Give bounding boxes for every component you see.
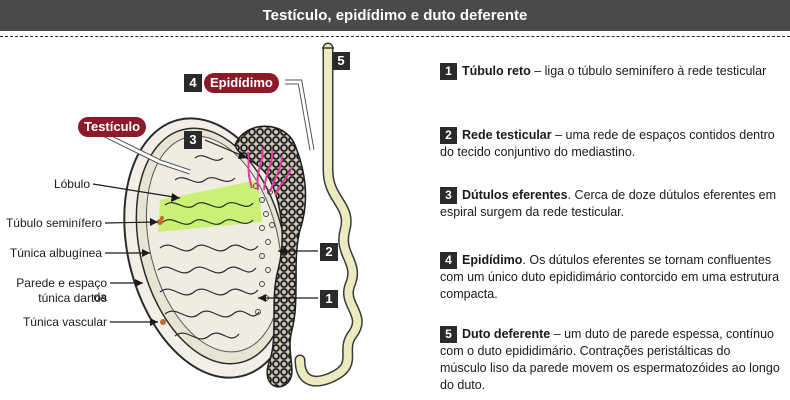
dashed-divider [0, 36, 790, 37]
page-title: Testículo, epidídimo e duto deferente [0, 0, 790, 31]
label-parede-line1: Parede e espaço da [16, 276, 107, 304]
definition-term: Dútulos eferentes [462, 188, 568, 202]
efferent-ductules [247, 147, 293, 196]
callout-number-2: 2 [320, 243, 338, 261]
definition-text: . Os dútulos eferentes se tornam conflue… [440, 253, 780, 301]
definitions-panel [425, 40, 790, 400]
callout-number-1: 1 [320, 290, 338, 308]
label-lobulo: Lóbulo [53, 177, 90, 191]
definition-item-5: 5 Duto deferente – um duto de parede espe… [440, 326, 780, 394]
label-tunica-vascular: Túnica vascular [22, 315, 107, 329]
definition-text: – liga o túbulo seminífero à rede testic… [530, 64, 767, 78]
epididymis [234, 125, 307, 388]
definition-number: 1 [440, 63, 457, 80]
label-tubulo-seminifero: Túbulo seminífero [5, 216, 102, 230]
definition-item-4: 4 Epidídimo. Os dútulos eferentes se torn… [440, 252, 780, 303]
seminiferous-tubules [157, 155, 260, 340]
definition-text: – uma rede de espaços contidos dentro do… [440, 128, 775, 159]
definition-number: 4 [440, 252, 457, 269]
definition-term: Duto deferente [462, 327, 551, 341]
definition-number: 3 [440, 187, 457, 204]
definition-text: . Cerca de doze dútulos eferentes em esp… [440, 188, 777, 219]
lobule-highlight [158, 180, 262, 232]
definition-item-1: 1 Túbulo reto – liga o túbulo seminífero … [440, 63, 780, 80]
callout-number-3: 3 [184, 131, 202, 149]
definition-term: Epidídimo [462, 253, 523, 267]
epididymis-tag: Epidídimo [204, 73, 279, 93]
label-tunica-albuginea: Túnica albugínea [9, 246, 102, 260]
callout-number-5: 5 [332, 52, 350, 70]
definition-number: 2 [440, 127, 457, 144]
definition-number: 5 [440, 326, 457, 343]
definition-item-3: 3 Dútulos eferentes. Cerca de doze dútulo… [440, 187, 780, 221]
callout-number-4: 4 [184, 74, 202, 92]
definition-term: Túbulo reto [462, 64, 531, 78]
definition-term: Rede testicular [462, 128, 552, 142]
definition-item-2: 2 Rede testicular – uma rede de espaços c… [440, 127, 780, 161]
testis-tag: Testículo [78, 117, 147, 137]
label-parede-line2: túnica dartos [38, 291, 107, 305]
definition-text: – um duto de parede espessa, contínuo co… [440, 327, 780, 392]
